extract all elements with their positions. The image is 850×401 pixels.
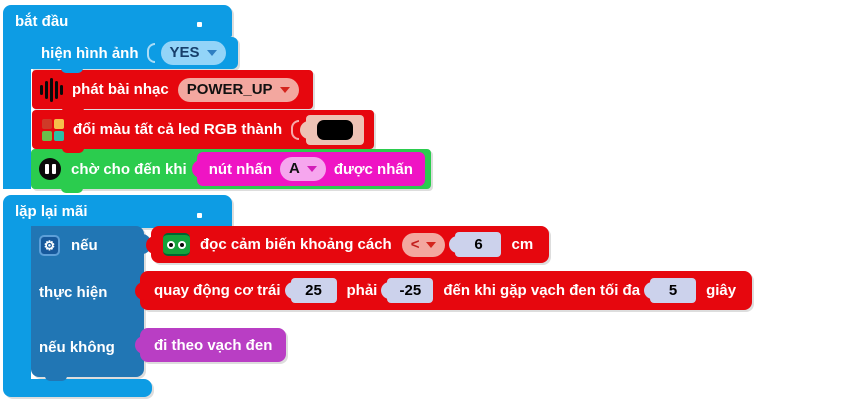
if-label: nếu <box>71 237 98 254</box>
do-label: thực hiện <box>39 284 108 301</box>
collapse-dot <box>197 213 202 218</box>
chevron-down-icon <box>206 50 217 56</box>
color-picker-slot[interactable] <box>300 114 365 145</box>
button-pressed-prefix: nút nhấn <box>208 160 273 178</box>
motor-turn-block[interactable]: quay động cơ trái 25 phải -25 đến khi gặ… <box>140 271 753 310</box>
forever-block-bottom-arm <box>3 379 152 397</box>
max-time-value: 5 <box>668 282 678 299</box>
button-pressed-block[interactable]: nút nhấn A được nhấn <box>196 152 425 186</box>
start-block-label: bắt đầu <box>15 12 69 30</box>
chevron-down-icon <box>306 166 317 172</box>
input-notch <box>291 119 300 140</box>
operator-dropdown[interactable]: < <box>401 232 446 257</box>
distance-value-slot[interactable]: 6 <box>449 232 502 257</box>
follow-line-label: đi theo vạch đen <box>154 336 273 354</box>
led-color-label: đổi màu tất cả led RGB thành <box>73 121 283 138</box>
right-speed-value: -25 <box>399 282 422 299</box>
play-music-block[interactable]: phát bài nhạc POWER_UP <box>32 70 313 113</box>
forever-block-label: lặp lại mãi <box>15 203 88 220</box>
robot-face-icon <box>163 233 190 256</box>
distance-value: 6 <box>474 236 483 253</box>
led-color-block[interactable]: đổi màu tất cả led RGB thành <box>32 110 375 153</box>
gear-icon[interactable]: ⚙ <box>39 235 60 256</box>
left-speed-value: 25 <box>305 282 322 299</box>
led-grid-icon <box>42 118 64 141</box>
chevron-down-icon <box>279 86 290 93</box>
sound-icon <box>40 77 63 102</box>
if-else-block[interactable]: ⚙ nếu thực hiện nếu không <box>31 226 151 381</box>
else-label: nếu không <box>39 339 115 356</box>
forever-block-spine <box>3 228 31 379</box>
button-dropdown[interactable]: A <box>280 157 326 181</box>
motor-label-3: đến khi gặp vạch đen tối đa <box>443 282 641 299</box>
start-block-header[interactable]: bắt đầu <box>3 5 232 37</box>
button-pressed-suffix: được nhấn <box>333 160 413 178</box>
play-music-label: phát bài nhạc <box>72 81 169 98</box>
pause-icon <box>39 158 61 180</box>
color-swatch-black <box>317 119 354 140</box>
motor-label-4: giây <box>706 282 737 299</box>
distance-unit-label: cm <box>511 236 534 253</box>
wait-until-label: chờ cho đến khi <box>71 160 187 178</box>
show-image-label: hiện hình ảnh <box>41 44 139 62</box>
show-image-dropdown-value: YES <box>169 44 200 61</box>
left-speed-slot[interactable]: 25 <box>284 278 337 303</box>
button-dropdown-value: A <box>289 160 300 177</box>
wait-until-block[interactable]: chờ cho đến khi nút nhấn A được nhấn <box>31 149 431 193</box>
music-dropdown-value: POWER_UP <box>186 80 273 98</box>
distance-sensor-block[interactable]: đọc cảm biến khoảng cách < 6 cm <box>151 226 550 263</box>
distance-sensor-label: đọc cảm biến khoảng cách <box>200 236 392 253</box>
chevron-down-icon <box>426 241 437 248</box>
operator-value: < <box>410 235 420 253</box>
start-block-spine <box>3 36 31 189</box>
show-image-dropdown[interactable]: YES <box>160 41 226 65</box>
motor-label-2: phải <box>346 282 378 299</box>
motor-label-1: quay động cơ trái <box>154 282 281 299</box>
collapse-dot <box>197 22 202 27</box>
music-dropdown[interactable]: POWER_UP <box>177 77 299 102</box>
show-image-block[interactable]: hiện hình ảnh YES <box>31 37 238 73</box>
max-time-slot[interactable]: 5 <box>644 278 697 303</box>
follow-line-block[interactable]: đi theo vạch đen <box>140 328 287 362</box>
right-speed-slot[interactable]: -25 <box>381 278 434 303</box>
input-notch <box>146 43 155 63</box>
forever-block-header[interactable]: lặp lại mãi <box>3 195 232 228</box>
